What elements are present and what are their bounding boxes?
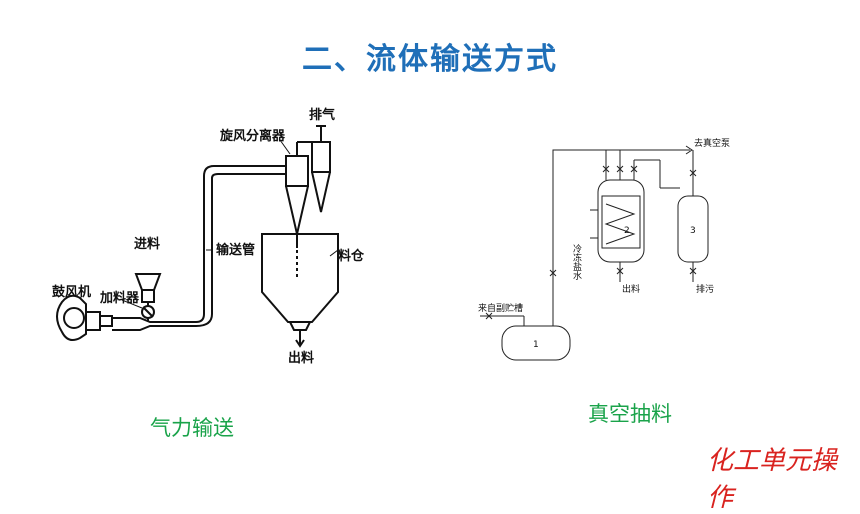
pneumatic-conveying-diagram [56, 125, 339, 348]
blower-label: 鼓风机 [52, 284, 91, 300]
valves [485, 165, 697, 320]
cyclone-separators [285, 125, 331, 248]
blower-unit [56, 294, 113, 341]
page-title: 二、流体输送方式 [302, 42, 558, 77]
exhaust-label: 排气 [309, 107, 335, 123]
feeder-label: 加料器 [99, 290, 140, 306]
diagrams-canvas: 排气 旋风分离器 输送管 料仓 进料 加料器 鼓风机 出料 [52, 107, 730, 366]
vessel-2-outlet-label: 出料 [622, 283, 640, 295]
feeder-unit [134, 273, 162, 322]
cooling-water-label: 冷冻盐水 [571, 243, 582, 280]
vessel-1 [480, 315, 571, 361]
from-tank-label: 来自副贮槽 [478, 302, 523, 314]
vessel-1-number: 1 [533, 340, 539, 350]
vessel-3-number: 3 [690, 226, 696, 236]
vessel-2-number: 2 [624, 226, 630, 236]
outlet-label: 出料 [288, 350, 314, 366]
vessel-2 [590, 150, 680, 282]
pneumatic-caption: 气力输送 [150, 416, 234, 440]
drain-label: 排污 [696, 283, 714, 295]
inlet-label: 进料 [134, 236, 160, 252]
to-vacuum-pump-label: 去真空泵 [694, 137, 730, 149]
conveying-pipe [112, 165, 286, 323]
vacuum-suction-diagram [480, 145, 709, 361]
silo [261, 232, 339, 348]
conveying-pipe-label: 输送管 [216, 242, 255, 258]
vacuum-caption: 真空抽料 [588, 402, 672, 426]
silo-label: 料仓 [338, 248, 365, 264]
brand-logo-text: 化工单元操作 [707, 446, 838, 513]
vessel-3 [677, 150, 709, 282]
cyclone-label: 旋风分离器 [219, 128, 286, 144]
